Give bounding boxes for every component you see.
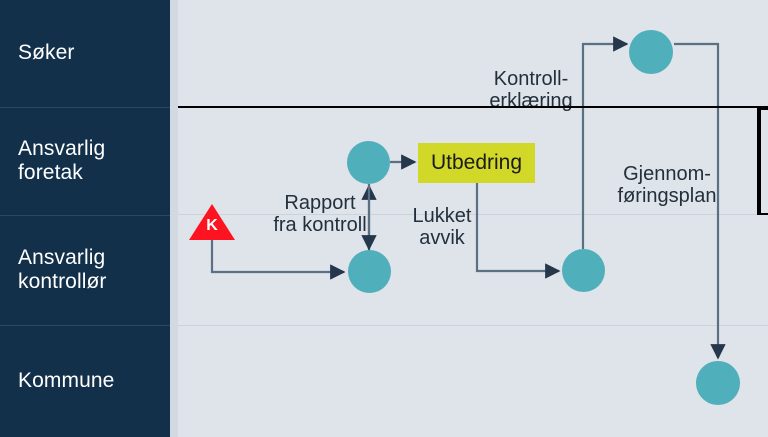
node-kontrollor-report[interactable] [348, 250, 391, 293]
flow-label-rapport: Rapport fra kontroll [273, 192, 367, 237]
lane-sep-3 [0, 325, 170, 326]
flow-label-lukket-avvik: Lukket avvik [412, 205, 472, 250]
triangle-icon [189, 204, 235, 240]
lane-label-column: Søker Ansvarlig foretak Ansvarlig kontro… [0, 0, 170, 437]
lane-divider-faint-2 [178, 325, 768, 326]
sidebar-gutter [170, 0, 178, 437]
marker-letter: K [206, 217, 218, 234]
task-utbedring[interactable]: Utbedring [418, 143, 535, 183]
lane-sep-1 [0, 107, 170, 108]
lane-label-ansvarlig-kontrollor[interactable]: Ansvarlig kontrollør [0, 215, 170, 325]
lane-label-ansvarlig-foretak[interactable]: Ansvarlig foretak [0, 107, 170, 215]
connector-gjennomforingsplan [674, 42, 726, 360]
connector-kontrollerklaering [581, 36, 629, 249]
lane-label-kommune[interactable]: Kommune [0, 325, 170, 437]
lane-label-soker-text: Søker [18, 41, 75, 65]
connector-utbedring-to-lukket [475, 183, 561, 279]
right-edge-bar-bottom-tick [757, 213, 768, 215]
right-edge-bar [757, 108, 761, 215]
lane-sep-2 [0, 215, 170, 216]
connector-k-to-kontrollor [210, 240, 346, 280]
lane-label-ansvarlig-kontrollor-text: Ansvarlig kontrollør [18, 245, 107, 293]
node-kommune-end[interactable] [696, 361, 740, 405]
node-foretak-report[interactable] [347, 141, 390, 184]
lane-label-soker[interactable]: Søker [0, 0, 170, 107]
node-soker-top[interactable] [629, 30, 673, 74]
lane-label-kommune-text: Kommune [18, 368, 115, 392]
warning-triangle-marker[interactable]: K [189, 204, 235, 240]
right-edge-bar-top-tick [757, 108, 768, 110]
flow-label-gjennomforingsplan: Gjennom- føringsplan [617, 163, 717, 208]
lane-divider-faint-1 [178, 214, 768, 215]
lane-divider-bold [178, 106, 768, 108]
lane-label-ansvarlig-foretak-text: Ansvarlig foretak [18, 136, 106, 184]
diagram-area [178, 0, 768, 437]
node-kontrollor-closed[interactable] [562, 249, 605, 292]
